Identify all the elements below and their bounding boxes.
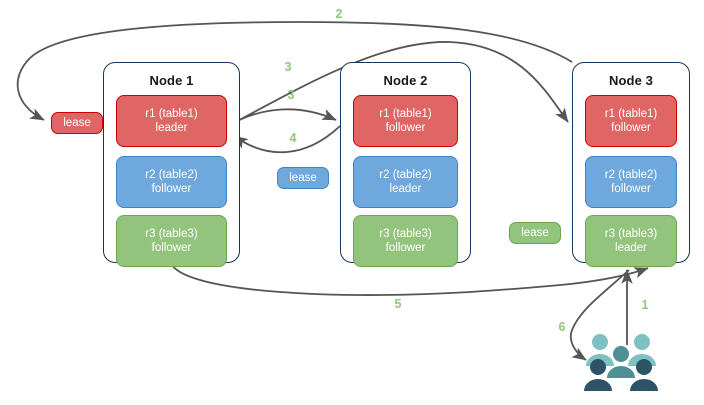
node-title: Node 3: [609, 73, 653, 88]
replica-name: r2 (table2): [379, 169, 432, 181]
arrow-step-5: [171, 264, 649, 296]
node-box-1[interactable]: Node 1 r1 (table1) leader r2 (table2) fo…: [103, 62, 240, 267]
replica-name: r3 (table3): [379, 228, 432, 240]
replica-name: r2 (table2): [604, 169, 658, 181]
replica-name: r2 (table2): [145, 169, 198, 181]
replica-role: leader: [155, 122, 188, 134]
step-label-5: 5: [394, 297, 402, 311]
replica-r2[interactable]: r2 (table2) follower: [116, 156, 227, 208]
replica-r1[interactable]: r1 (table1) leader: [116, 95, 227, 147]
replica-name: r1 (table1): [379, 108, 432, 120]
arrow-step-3-to-node2: [227, 108, 337, 127]
lease-badge-table2[interactable]: lease: [277, 167, 329, 189]
replica-r3[interactable]: r3 (table3) leader: [585, 215, 677, 267]
step-label-3a: 3: [284, 60, 292, 74]
replica-r1[interactable]: r1 (table1) follower: [585, 95, 677, 147]
replica-role: follower: [151, 242, 192, 254]
lease-badge-table1[interactable]: lease: [51, 112, 103, 134]
step-label-6: 6: [558, 320, 566, 334]
step-label-4: 4: [289, 131, 297, 145]
replica-role: leader: [615, 242, 647, 254]
lease-badge-table3[interactable]: lease: [509, 222, 561, 244]
node-title: Node 2: [383, 73, 428, 88]
replica-r2[interactable]: r2 (table2) leader: [353, 156, 458, 208]
replica-role: follower: [151, 183, 192, 195]
replica-r3[interactable]: r3 (table3) follower: [116, 215, 227, 267]
people-group-icon: [584, 334, 658, 391]
replica-role: follower: [611, 122, 651, 134]
replica-name: r3 (table3): [145, 228, 198, 240]
replica-name: r1 (table1): [604, 108, 658, 120]
step-label-1: 1: [641, 298, 649, 312]
replica-role: follower: [385, 122, 426, 134]
replica-r3[interactable]: r3 (table3) follower: [353, 215, 458, 267]
step-label-2: 2: [335, 7, 343, 21]
replica-r1[interactable]: r1 (table1) follower: [353, 95, 458, 147]
replica-role: follower: [385, 242, 426, 254]
node-title: Node 1: [149, 73, 194, 88]
step-label-3b: 3: [287, 88, 295, 102]
node-box-2[interactable]: Node 2 r1 (table1) follower r2 (table2) …: [340, 62, 471, 267]
node-box-3[interactable]: Node 3 r1 (table1) follower r2 (table2) …: [572, 62, 690, 267]
replica-role: follower: [611, 183, 651, 195]
replica-name: r3 (table3): [604, 228, 658, 240]
replica-role: leader: [389, 183, 422, 195]
replica-name: r1 (table1): [145, 108, 198, 120]
replica-r2[interactable]: r2 (table2) follower: [585, 156, 677, 208]
